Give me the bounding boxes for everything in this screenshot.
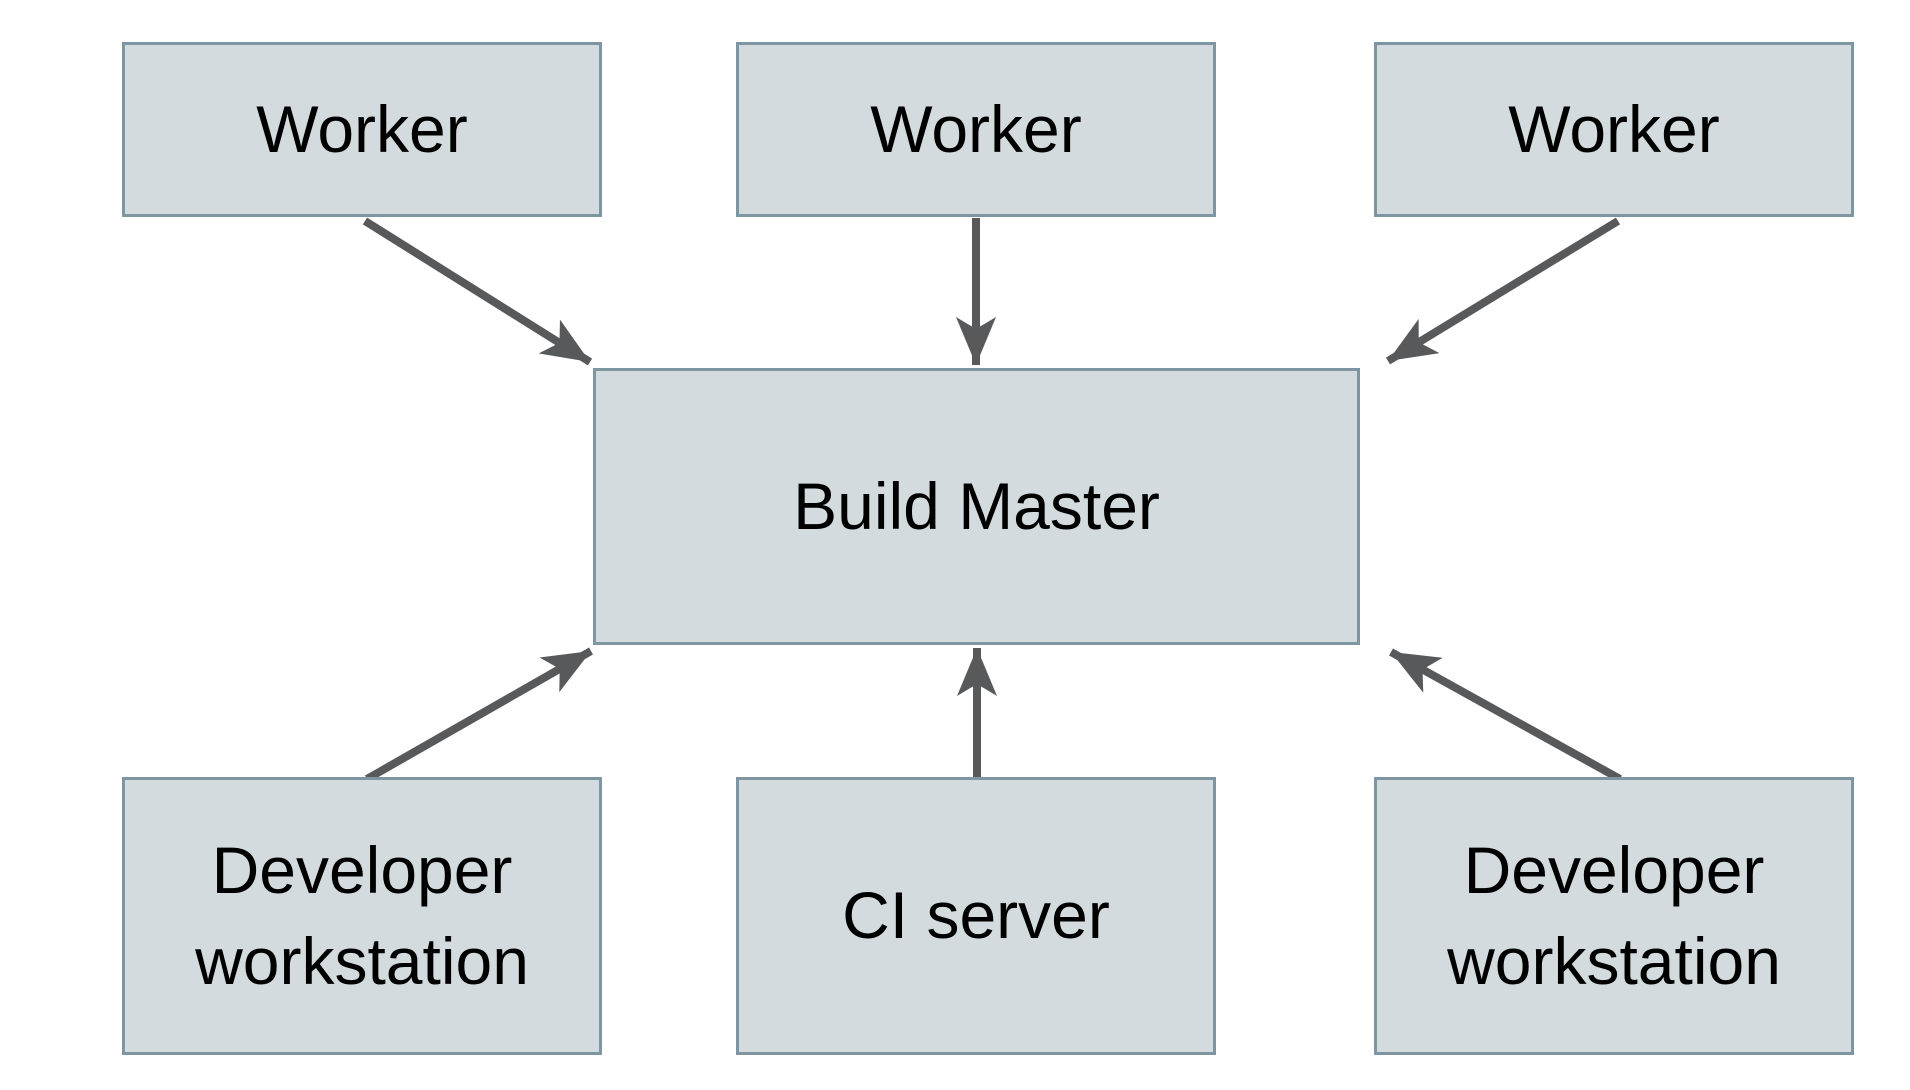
node-build-master-label: Build Master	[793, 468, 1160, 543]
node-worker-3: Worker	[1374, 42, 1854, 217]
arrow-developer-workstation-1-to-build-master	[365, 647, 593, 783]
node-developer-workstation-1-label: Developer workstation	[195, 832, 529, 998]
node-build-master: Build Master	[593, 368, 1360, 645]
node-worker-1: Worker	[122, 42, 602, 217]
node-developer-workstation-2: Developer workstation	[1374, 777, 1854, 1055]
node-worker-2: Worker	[736, 42, 1216, 217]
node-ci-server-label: CI server	[842, 878, 1110, 953]
node-worker-1-label: Worker	[256, 91, 468, 166]
node-ci-server: CI server	[736, 777, 1216, 1055]
arrow-developer-workstation-2-to-build-master	[1389, 648, 1622, 783]
node-worker-3-label: Worker	[1508, 91, 1720, 166]
node-developer-workstation-1: Developer workstation	[122, 777, 602, 1055]
arrow-worker-1-to-build-master	[362, 217, 593, 366]
node-developer-workstation-2-label: Developer workstation	[1447, 832, 1781, 998]
arrow-worker-3-to-build-master	[1385, 217, 1621, 365]
node-worker-2-label: Worker	[870, 91, 1082, 166]
